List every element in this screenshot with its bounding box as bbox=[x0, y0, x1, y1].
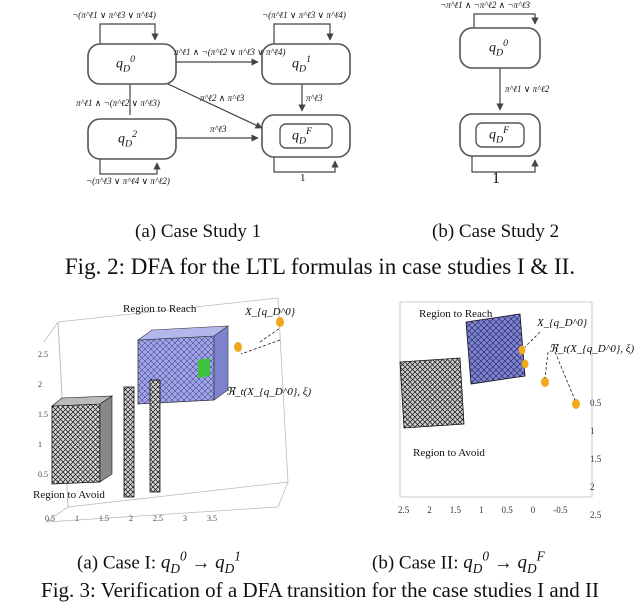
edge-label-q1-qF: π^ℓ3 bbox=[306, 93, 323, 103]
edge-label-q2-qF: π^ℓ3 bbox=[210, 124, 227, 134]
state-q0-case2-label: qD0 bbox=[489, 38, 508, 59]
x-ticks-case1: 0.5 1 1.5 2 2.5 3 3.5 bbox=[45, 514, 217, 523]
label-region-avoid-case2: Region to Avoid bbox=[413, 447, 485, 459]
state-q1 bbox=[261, 43, 351, 85]
state-q0-label: qD0 bbox=[116, 54, 135, 75]
edge-label-self-q0: ¬(π^ℓ1 ∨ π^ℓ3 ∨ π^ℓ4) bbox=[72, 10, 156, 20]
plot-case-1 bbox=[43, 297, 289, 523]
x-ticks-case2: 2.5 2 1.5 1 0.5 0 -0.5 bbox=[398, 505, 568, 515]
edge-label-q0-qF: π^ℓ2 ∧ π^ℓ3 bbox=[200, 93, 245, 103]
label-init-set-case1: X_{q_D^0} bbox=[245, 306, 296, 318]
dfa-case-study-1 bbox=[87, 23, 351, 175]
z-ticks-case1: 2.5 2 1.5 1 0.5 bbox=[38, 350, 48, 479]
label-region-reach-case2: Region to Reach bbox=[419, 308, 493, 320]
edge-label-self-q1: ¬(π^ℓ1 ∨ π^ℓ3 ∨ π^ℓ4) bbox=[262, 10, 346, 20]
caption-fig3: Fig. 3: Verification of a DFA transition… bbox=[41, 578, 599, 602]
state-q0 bbox=[87, 43, 177, 85]
caption-fig3a: (a) Case I: qD0 → qD1 bbox=[77, 549, 241, 577]
edge-label-self-qF-case2: 1 bbox=[492, 170, 500, 187]
state-qF-case2 bbox=[459, 113, 541, 157]
label-region-reach-case1: Region to Reach bbox=[123, 303, 197, 315]
state-qF bbox=[261, 114, 351, 158]
caption-fig3b: (b) Case II: qD0 → qDF bbox=[372, 549, 545, 577]
label-init-set-case2: X_{q_D^0} bbox=[537, 317, 588, 329]
plot-case-2 bbox=[399, 301, 593, 498]
dfa-case-study-2 bbox=[459, 13, 541, 173]
edge-label-q2-entry: π^ℓ1 ∧ ¬(π^ℓ2 ∨ π^ℓ3) bbox=[76, 98, 160, 108]
caption-fig2a: (a) Case Study 1 bbox=[135, 221, 262, 242]
state-qF-label: qDF bbox=[292, 126, 313, 147]
caption-fig2: Fig. 2: DFA for the LTL formulas in case… bbox=[64, 254, 576, 279]
caption-fig2b: (b) Case Study 2 bbox=[432, 221, 560, 242]
state-q2-label: qD2 bbox=[118, 129, 137, 150]
edge-label-self-q2: ¬(π^ℓ3 ∨ π^ℓ4 ∨ π^ℓ2) bbox=[86, 176, 170, 186]
state-qF-case2-label: qDF bbox=[489, 125, 510, 146]
edge-label-self-qF: 1 bbox=[300, 172, 306, 184]
label-reach-set-case2: ℜ_t(X_{q_D^0}, ξ) bbox=[549, 343, 635, 355]
y-ticks-case2: 0.5 1 1.5 2 2.5 bbox=[590, 398, 602, 520]
edge-label-q0-q1: π^ℓ1 ∧ ¬(π^ℓ2 ∨ π^ℓ3 ∨ π^ℓ4) bbox=[174, 47, 286, 57]
state-q1-label: qD1 bbox=[292, 54, 311, 75]
label-reach-set-case1: ℜ_t(X_{q_D^0}, ξ) bbox=[226, 386, 312, 398]
label-region-avoid-case1: Region to Avoid bbox=[33, 489, 105, 501]
edge-label-q0-qF-case2: π^ℓ1 ∨ π^ℓ2 bbox=[505, 84, 550, 94]
state-q2 bbox=[87, 118, 177, 160]
edge-label-self-q0-case2: ¬π^ℓ1 ∧ ¬π^ℓ2 ∧ ¬π^ℓ3 bbox=[440, 0, 531, 10]
